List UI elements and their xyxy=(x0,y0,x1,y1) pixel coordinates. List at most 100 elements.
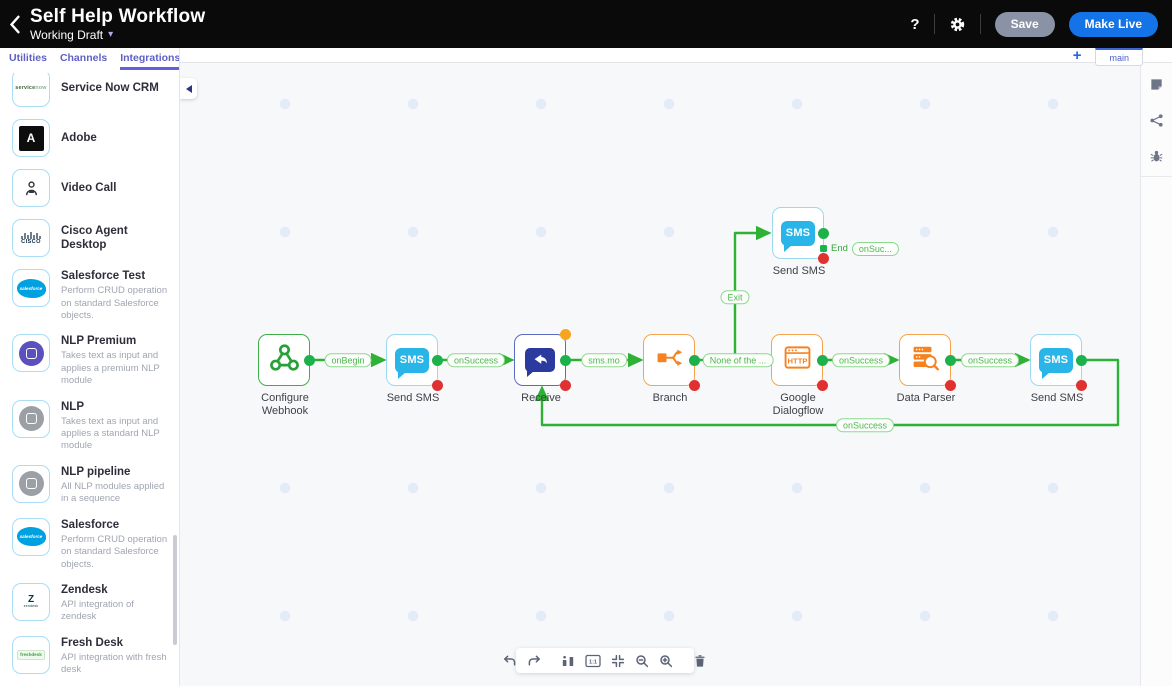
sidebar-scrollbar[interactable] xyxy=(173,535,177,645)
port-green-branch[interactable] xyxy=(689,355,700,366)
edge-label-exit[interactable]: Exit xyxy=(720,290,750,304)
header-divider xyxy=(933,14,935,34)
actual-size-button[interactable]: 1:1 xyxy=(585,654,601,668)
edge-label-none-of-the[interactable]: None of the ... xyxy=(702,353,774,367)
sidebar-item-video-call[interactable]: Video Call xyxy=(0,163,179,213)
webhook-icon xyxy=(268,341,301,379)
svg-text:HTTP: HTTP xyxy=(787,357,807,366)
port-green-send-sms-2[interactable] xyxy=(1076,355,1087,366)
fit-view-button[interactable] xyxy=(611,654,625,668)
port-red-send-sms-1[interactable] xyxy=(432,380,443,391)
tab-channels[interactable]: Channels xyxy=(59,51,108,64)
port-red-branch[interactable] xyxy=(689,380,700,391)
port-green-send-sms-top[interactable] xyxy=(818,228,829,239)
sidebar-item-description: Perform CRUD operation on standard Sales… xyxy=(61,533,168,570)
settings-button[interactable] xyxy=(949,16,966,33)
share-button[interactable] xyxy=(1149,113,1164,128)
port-red-send-sms-2[interactable] xyxy=(1076,380,1087,391)
edge-onsuccess-loop[interactable] xyxy=(534,358,1120,427)
edge-label-onbegin[interactable]: onBegin xyxy=(324,353,372,367)
servicenow-logo-icon: servicenow xyxy=(12,69,50,107)
branch-icon xyxy=(654,342,685,378)
notes-button[interactable] xyxy=(1149,77,1164,92)
arrange-button[interactable] xyxy=(561,654,575,668)
node-configure-webhook[interactable]: Configure Webhook xyxy=(258,334,315,417)
port-red-send-sms-top[interactable] xyxy=(818,253,829,264)
edge-exit[interactable] xyxy=(733,225,772,361)
workflow-status-dropdown[interactable]: Working Draft ▾ xyxy=(30,28,205,42)
edge-label-end-onsuccess[interactable]: onSuc... xyxy=(851,242,899,256)
sidebar-item-description: API integration with fresh desk xyxy=(61,652,167,676)
page-title: Self Help Workflow xyxy=(30,6,206,28)
debug-button[interactable] xyxy=(1149,149,1164,164)
edge-label-onsuccess-1[interactable]: onSuccess xyxy=(446,353,506,367)
tab-utilities[interactable]: Utilities xyxy=(9,51,47,64)
nlp-premium-logo-icon xyxy=(12,334,50,373)
flow-canvas[interactable]: + main onBegin onSuccess sms.mo None of the… xyxy=(180,48,1172,686)
collapse-sidebar-button[interactable] xyxy=(180,78,197,99)
port-green-receive[interactable] xyxy=(560,355,571,366)
zoom-out-button[interactable] xyxy=(635,654,649,668)
save-button[interactable]: Save xyxy=(994,11,1055,37)
zoom-in-button[interactable] xyxy=(659,654,673,668)
node-data-parser[interactable]: Data Parser xyxy=(897,334,956,404)
chevron-left-icon xyxy=(9,15,20,33)
sidebar-item-description: Takes text as input and applies a premiu… xyxy=(61,350,160,387)
sms-icon: SMS xyxy=(395,347,429,379)
videocall-logo-icon xyxy=(12,169,50,207)
port-green-data-parser[interactable] xyxy=(945,355,956,366)
port-red-google-dialogflow[interactable] xyxy=(817,380,828,391)
help-button[interactable]: ? xyxy=(910,15,920,33)
sidebar-item-title: Salesforce Test xyxy=(61,270,146,282)
canvas-toolbar: 1:1 xyxy=(504,648,705,673)
make-live-button[interactable]: Make Live xyxy=(1068,11,1158,37)
svg-text:1:1: 1:1 xyxy=(589,659,597,665)
port-red-data-parser[interactable] xyxy=(945,380,956,391)
tab-integrations[interactable]: Integrations xyxy=(120,52,179,70)
sidebar-item-title: Service Now CRM xyxy=(61,81,159,94)
tab-main[interactable]: main xyxy=(1095,48,1143,66)
redo-button[interactable] xyxy=(527,654,541,668)
fit-view-icon xyxy=(611,654,625,667)
triangle-left-icon xyxy=(185,84,192,93)
delete-button[interactable] xyxy=(693,654,707,668)
salesforce-logo-icon: salesforce xyxy=(12,517,50,556)
salesforce-logo-icon: salesforce xyxy=(12,269,50,307)
node-label-data-parser: Data Parser xyxy=(896,392,956,404)
back-button[interactable] xyxy=(0,0,30,48)
port-orange-receive[interactable] xyxy=(560,329,571,340)
node-send-sms-1[interactable]: SMS Send SMS xyxy=(386,334,443,404)
add-flow-button[interactable]: + xyxy=(1072,48,1082,64)
undo-icon xyxy=(504,655,516,666)
port-green-google-dialogflow[interactable] xyxy=(817,355,828,366)
port-green-configure-webhook[interactable] xyxy=(304,355,315,366)
port-green-send-sms-1[interactable] xyxy=(432,355,443,366)
edge-label-onsuccess-loop[interactable]: onSuccess xyxy=(835,418,895,432)
edge-label-onsuccess-3[interactable]: onSuccess xyxy=(960,353,1020,367)
sidebar-item-description: API integration of zendesk xyxy=(61,599,134,623)
edge-label-sms-mo[interactable]: sms.mo xyxy=(581,353,627,367)
edge-label-onsuccess-2[interactable]: onSuccess xyxy=(831,353,891,367)
node-branch[interactable]: Branch xyxy=(643,334,700,404)
undo-button[interactable] xyxy=(503,654,517,668)
node-label-send-sms-1: Send SMS xyxy=(386,392,440,404)
sms-icon: SMS xyxy=(1039,347,1073,379)
zoom-out-icon xyxy=(636,654,649,667)
sidebar-item-description: Takes text as input and applies a standa… xyxy=(61,415,160,452)
port-red-receive[interactable] xyxy=(560,380,571,391)
node-receive[interactable]: Receive xyxy=(514,329,571,404)
sms-icon: SMS xyxy=(781,220,815,252)
